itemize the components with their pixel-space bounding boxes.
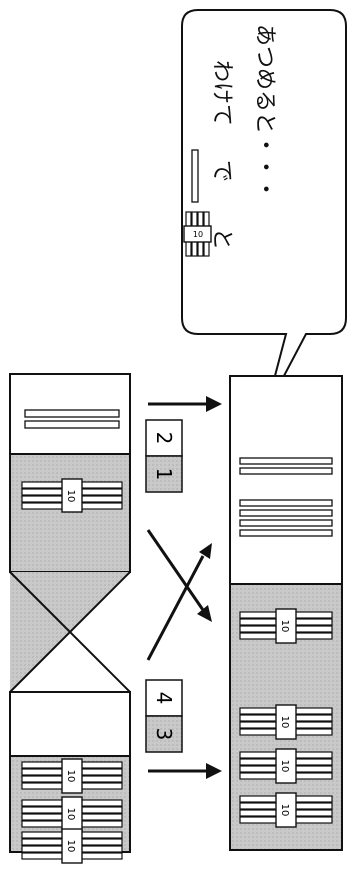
speech-text-de: で (209, 160, 234, 182)
bundle-label: 10 (279, 716, 290, 729)
top-place-value-chip: 2 1 (145, 419, 183, 493)
bundle-icon-label: 10 (193, 230, 203, 239)
bottom-tens-bundle: 10 (21, 828, 123, 864)
arrow-top-straight (148, 396, 222, 412)
top-tens-bundle: 10 (21, 478, 123, 513)
result-tens-bundle: 10 (239, 748, 333, 784)
stick-icon (191, 149, 199, 203)
bundle-label: 10 (65, 770, 76, 783)
tens-bundles-layer: 10 10 10 10 10 10 10 (9, 608, 333, 864)
arrow-cross-down (146, 529, 212, 622)
speech-bubble: 10 と で わけて あつめると・・・ (181, 9, 347, 411)
speech-text-atsumeruto: あつめると・・・ (252, 24, 277, 200)
bundle-icon: 10 (183, 211, 212, 257)
top-tens-digit: 1 (152, 468, 176, 481)
result-tens-bundle: 10 (239, 704, 333, 740)
result-ones-sticks (239, 457, 333, 537)
bundle-label: 10 (279, 760, 290, 773)
bundle-label: 10 (65, 840, 76, 853)
speech-text-to: と (209, 228, 234, 250)
bottom-tens-bundle: 10 (21, 796, 123, 832)
arrow-cross-up (146, 543, 212, 661)
bundle-label: 10 (65, 808, 76, 821)
arrow-bottom-straight (148, 763, 222, 779)
bottom-place-value-chip: 4 3 (145, 679, 183, 753)
top-ones-sticks (24, 409, 120, 429)
speech-text-wakete: わけて (209, 60, 234, 126)
bottom-tens-bundle: 10 (21, 758, 123, 794)
arrows (146, 396, 222, 779)
bundle-label: 10 (65, 490, 76, 503)
result-tens-bundle: 10 (239, 608, 333, 644)
bundle-label: 10 (279, 620, 290, 633)
top-ones-digit: 2 (152, 432, 176, 445)
bottom-block-full (9, 691, 131, 757)
bottom-ones-digit: 4 (152, 692, 176, 705)
bottom-tens-digit: 3 (152, 728, 176, 741)
bundle-label: 10 (279, 804, 290, 817)
result-tens-bundle: 10 (239, 792, 333, 828)
top-number-block: 10 (9, 373, 131, 573)
cross-connector (9, 571, 131, 693)
